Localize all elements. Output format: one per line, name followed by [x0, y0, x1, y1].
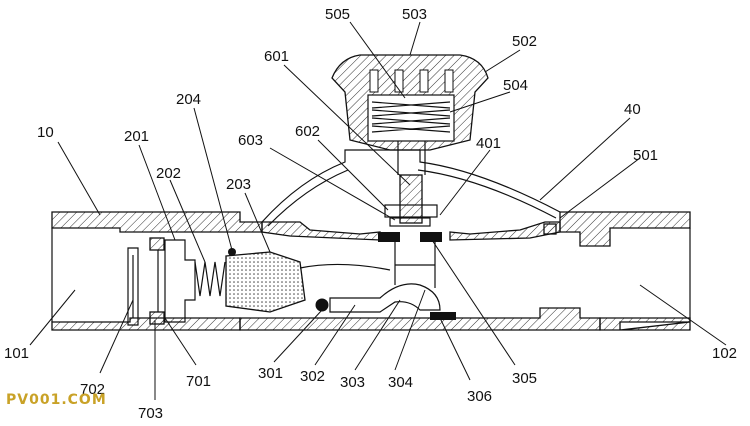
label-701: 701: [186, 373, 211, 390]
label-302: 302: [300, 368, 325, 385]
leader-lines: [29, 21, 727, 400]
label-203: 203: [226, 176, 251, 193]
label-301: 301: [258, 365, 283, 382]
label-603: 603: [238, 132, 263, 149]
lever-mechanism: [299, 236, 456, 320]
label-306: 306: [467, 388, 492, 405]
label-202: 202: [156, 165, 181, 182]
label-102: 102: [712, 345, 737, 362]
label-305: 305: [512, 370, 537, 387]
label-503: 503: [402, 6, 427, 23]
label-602: 602: [295, 123, 320, 140]
label-101: 101: [4, 345, 29, 362]
label-40: 40: [624, 101, 641, 118]
label-501: 501: [633, 147, 658, 164]
watermark: PV001.COM: [6, 392, 107, 408]
label-702: 702: [80, 381, 105, 398]
label-401: 401: [476, 135, 501, 152]
label-505: 505: [325, 6, 350, 23]
check-valve-assembly: [127, 237, 306, 326]
diaphragm-housing: [261, 149, 561, 242]
label-703: 703: [138, 405, 163, 422]
cap-assembly: [331, 54, 489, 151]
label-201: 201: [124, 128, 149, 145]
valve-stem: [384, 140, 438, 227]
label-502: 502: [512, 33, 537, 50]
label-601: 601: [264, 48, 289, 65]
pipe-body: [51, 211, 691, 331]
label-303: 303: [340, 374, 365, 391]
label-10: 10: [37, 124, 54, 141]
label-304: 304: [388, 374, 413, 391]
label-504: 504: [503, 77, 528, 94]
label-204: 204: [176, 91, 201, 108]
reference-labels: 10 101 102 201 202 203 204 301 302 303 3…: [4, 6, 737, 422]
